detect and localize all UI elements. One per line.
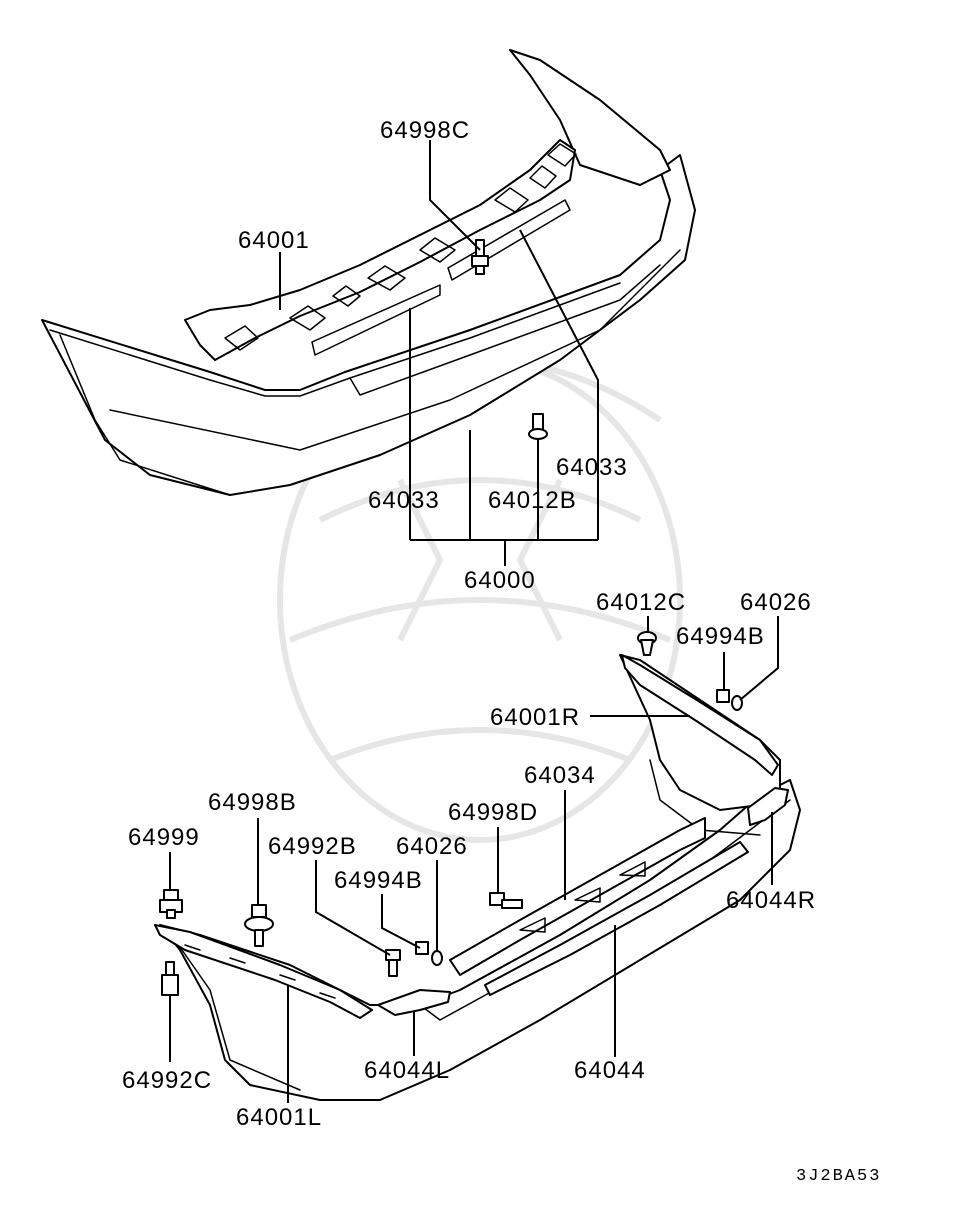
label-64033-right: 64033 <box>556 454 628 481</box>
label-64034: 64034 <box>524 762 596 789</box>
label-64026-left: 64026 <box>396 833 468 860</box>
label-64012C: 64012C <box>596 589 686 616</box>
label-64044: 64044 <box>574 1057 646 1084</box>
bolt-64992C <box>161 961 179 996</box>
label-64044R: 64044R <box>726 887 816 914</box>
label-64999: 64999 <box>128 824 200 851</box>
bracket-64044R <box>747 787 789 826</box>
upper-bumper-side-right <box>509 49 671 186</box>
part-labels: 64998C 64001 64033 64033 64012B 64000 64… <box>122 117 816 1131</box>
label-64044L: 64044L <box>364 1057 450 1084</box>
upper-bumper-assembly <box>41 49 696 496</box>
label-64000: 64000 <box>464 567 536 594</box>
label-64998C: 64998C <box>380 117 470 144</box>
leader-lines <box>169 140 779 1103</box>
bolt-64992B <box>385 949 401 977</box>
label-64994B-right: 64994B <box>676 623 765 650</box>
stripe-tape-64033-left <box>311 284 441 356</box>
clip-64012C <box>637 631 657 656</box>
bracket-64001L <box>154 924 373 1019</box>
reinforcement-64001 <box>184 139 576 361</box>
label-64994B-left: 64994B <box>334 867 423 894</box>
label-64012B: 64012B <box>488 487 577 514</box>
label-64001L: 64001L <box>236 1104 322 1131</box>
bolt-64998D <box>489 892 523 909</box>
label-64998D: 64998D <box>448 799 538 826</box>
label-64001R: 64001R <box>490 704 580 731</box>
clip-64012B <box>528 413 548 440</box>
washer-64026-right <box>731 695 743 711</box>
diagram-code: 3J2BA53 <box>796 1167 881 1186</box>
nut-64994B-right <box>716 689 730 703</box>
label-64992C: 64992C <box>122 1067 212 1094</box>
label-64992B: 64992B <box>268 833 357 860</box>
washer-64026-left <box>431 950 443 966</box>
stripe-tape-64033-right <box>447 199 571 281</box>
bracket-64044L <box>377 989 451 1016</box>
bolt-64998B <box>244 904 274 947</box>
bracket-64001R <box>621 654 779 776</box>
molding-64044 <box>484 841 749 996</box>
reinforcement-64034 <box>449 817 706 976</box>
nut-64994B-left <box>415 941 429 955</box>
label-64001: 64001 <box>238 227 310 254</box>
lower-bumper-assembly <box>154 631 801 1101</box>
label-64033-left: 64033 <box>368 487 440 514</box>
label-64026-right: 64026 <box>740 589 812 616</box>
upper-bumper-cover <box>41 154 696 496</box>
label-64998B: 64998B <box>208 789 297 816</box>
bolt-64999 <box>159 889 183 919</box>
